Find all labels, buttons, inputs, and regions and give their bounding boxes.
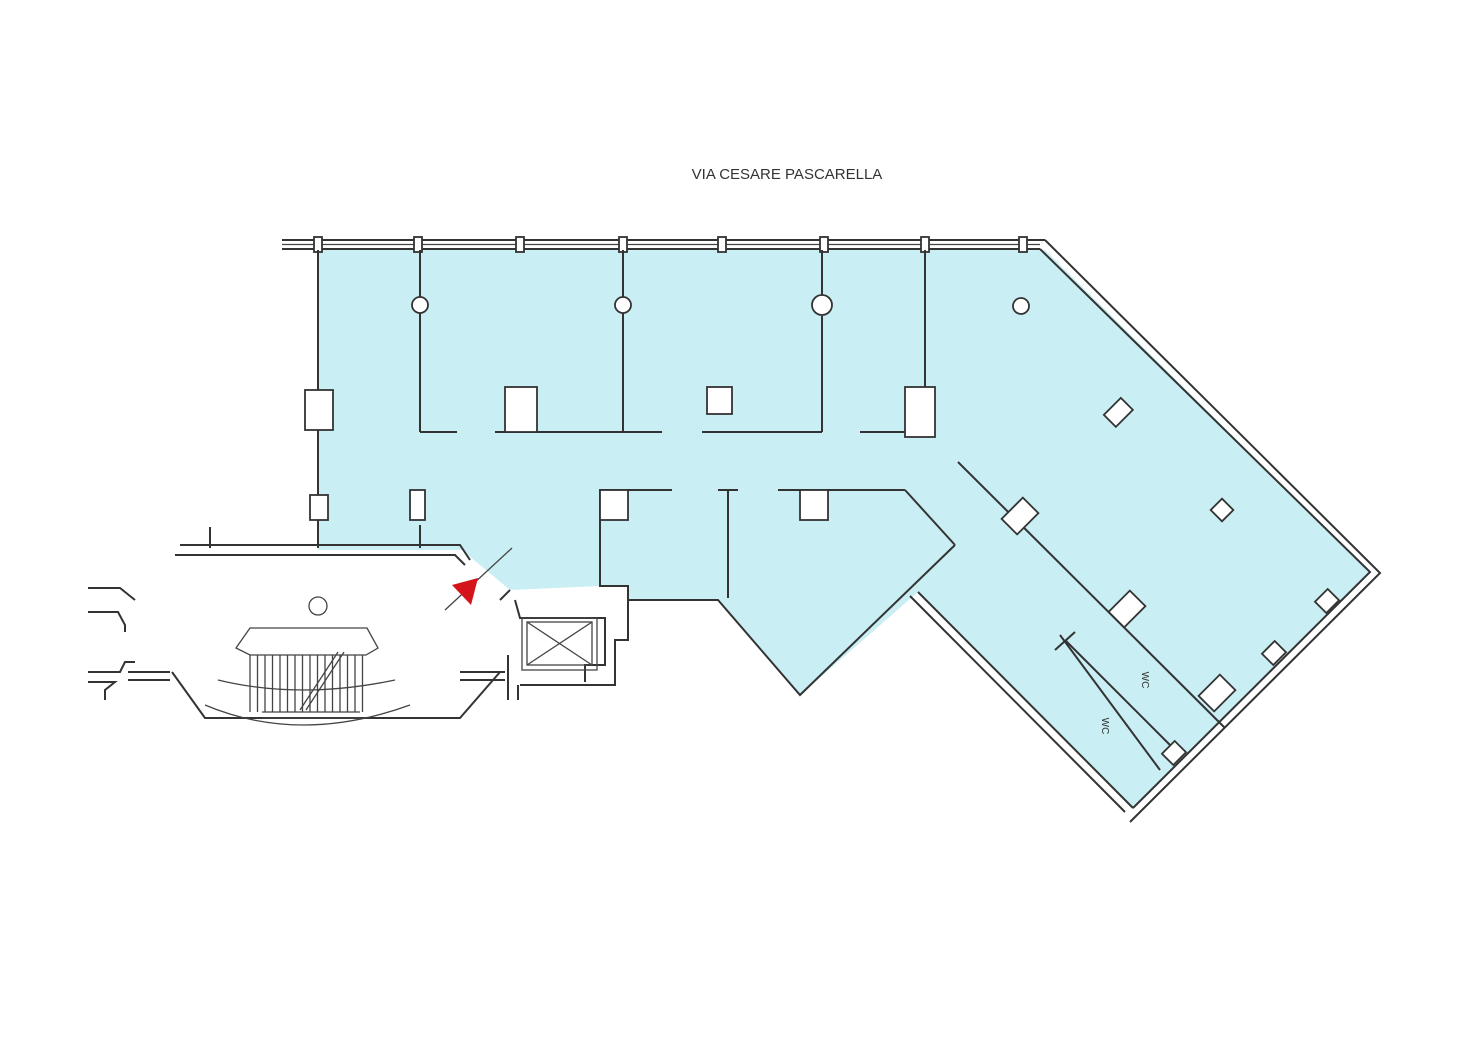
window-mullion: [618, 236, 628, 253]
highlighted-unit-area: [318, 250, 1370, 808]
elevator-icon: [507, 599, 629, 700]
staircase-icon: [204, 627, 411, 726]
window-mullion: [413, 236, 423, 253]
facade-wall: [282, 236, 1045, 253]
street-label: VIA CESARE PASCARELLA: [692, 166, 883, 183]
window-mullion: [717, 236, 727, 253]
window-mullion: [515, 236, 525, 253]
window-mullion: [1018, 236, 1028, 253]
window-mullion: [819, 236, 829, 253]
lobby: [88, 547, 629, 726]
room-label-wc: WC: [1099, 718, 1110, 735]
entrance-arrow-icon: [452, 578, 478, 605]
pillars: [304, 294, 1341, 767]
window-mullion: [920, 236, 930, 253]
room-label-wc: WC: [1139, 672, 1150, 689]
entrance-line: [444, 547, 513, 611]
window-mullion: [313, 236, 323, 253]
